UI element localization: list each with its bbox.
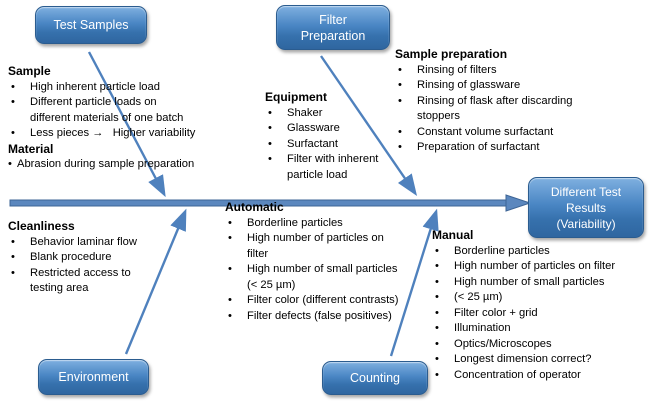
- node-environment-label: Environment: [58, 370, 129, 384]
- cause-heading-sample-1: Material: [8, 141, 54, 156]
- cause-item: Filter color (different contrasts): [225, 293, 437, 309]
- node-filter-preparation: Filter Preparation: [276, 5, 390, 50]
- cause-item: Borderline particles: [225, 216, 437, 232]
- cause-item: High inherent particle load: [8, 80, 240, 96]
- cause-heading-automatic-0: Automatic: [225, 200, 284, 214]
- cause-items-manual-0: Borderline particlesHigh number of parti…: [432, 244, 650, 384]
- cause-item: High number of particles on filter: [225, 231, 437, 262]
- node-counting: Counting: [322, 361, 428, 395]
- cause-item: Filter defects (false positives): [225, 309, 437, 325]
- cause-group-equipment: EquipmentShakerGlasswareSurfactantFilter…: [265, 90, 447, 183]
- cause-item: Rinsing of flask after discarding stoppe…: [395, 94, 643, 125]
- cause-item: Optics/Microscopes: [432, 337, 650, 353]
- cause-heading-sample-preparation-0: Sample preparation: [395, 47, 508, 61]
- cause-group-manual: ManualBorderline particlesHigh number of…: [432, 228, 650, 383]
- cause-item: Blank procedure: [8, 250, 190, 266]
- cause-heading-equipment-0: Equipment: [265, 90, 327, 104]
- cause-item: Abrasion during sample preparation: [8, 157, 240, 173]
- cause-item: Less pieces → Higher variability: [8, 126, 240, 142]
- cause-items-sample-preparation-0: Rinsing of filtersRinsing of glasswareRi…: [395, 63, 643, 156]
- cause-item: Constant volume surfactant: [395, 125, 643, 141]
- cause-item: Behavior laminar flow: [8, 235, 190, 251]
- cause-item: High number of small particles (< 25 µm): [225, 262, 437, 293]
- node-counting-label: Counting: [349, 371, 401, 385]
- cause-item: (< 25 µm): [432, 290, 650, 306]
- cause-item: Filter with inherent particle load: [265, 152, 447, 183]
- cause-item: Restricted access to testing area: [8, 266, 190, 297]
- spine-arrowhead: [505, 194, 532, 212]
- node-filter-preparation-label: Filter Preparation: [300, 12, 366, 43]
- cause-item: Filter color + grid: [432, 306, 650, 322]
- cause-item: High number of particles on filter: [432, 259, 650, 275]
- cause-item: High number of small particles: [432, 275, 650, 291]
- cause-heading-manual-0: Manual: [432, 228, 474, 242]
- node-different-test-results-label: Different Test Results (Variability): [550, 184, 622, 231]
- cause-item: Rinsing of glassware: [395, 78, 643, 94]
- cause-item: Longest dimension correct?: [432, 352, 650, 368]
- cause-items-automatic-0: Borderline particlesHigh number of parti…: [225, 216, 437, 325]
- cause-item: Surfactant: [265, 137, 447, 153]
- node-test-samples-label: Test Samples: [53, 18, 129, 32]
- node-environment: Environment: [38, 359, 149, 395]
- cause-items-sample-0: High inherent particle loadDifferent par…: [8, 80, 240, 142]
- cause-items-equipment-0: ShakerGlasswareSurfactantFilter with inh…: [265, 106, 447, 184]
- cause-items-cleanliness-0: Behavior laminar flowBlank procedureRest…: [8, 235, 190, 297]
- cause-item: Rinsing of filters: [395, 63, 643, 79]
- node-different-test-results: Different Test Results (Variability): [528, 177, 644, 238]
- cause-item: Illumination: [432, 321, 650, 337]
- cause-heading-sample-0: Sample: [8, 64, 51, 78]
- cause-item: Shaker: [265, 106, 447, 122]
- cause-item: Preparation of surfactant: [395, 140, 643, 156]
- cause-group-sample-preparation: Sample preparationRinsing of filtersRins…: [395, 47, 643, 156]
- cause-item: Borderline particles: [432, 244, 650, 260]
- node-test-samples: Test Samples: [35, 6, 147, 44]
- cause-heading-cleanliness-0: Cleanliness: [8, 219, 75, 233]
- cause-group-automatic: AutomaticBorderline particlesHigh number…: [225, 200, 437, 324]
- cause-item: Concentration of operator: [432, 368, 650, 384]
- cause-items-sample-1: Abrasion during sample preparation: [8, 157, 240, 173]
- cause-group-cleanliness: CleanlinessBehavior laminar flowBlank pr…: [8, 219, 190, 297]
- cause-item: Different particle loads on different ma…: [8, 95, 240, 126]
- cause-item: Glassware: [265, 121, 447, 137]
- cause-group-sample: SampleHigh inherent particle loadDiffere…: [8, 64, 240, 173]
